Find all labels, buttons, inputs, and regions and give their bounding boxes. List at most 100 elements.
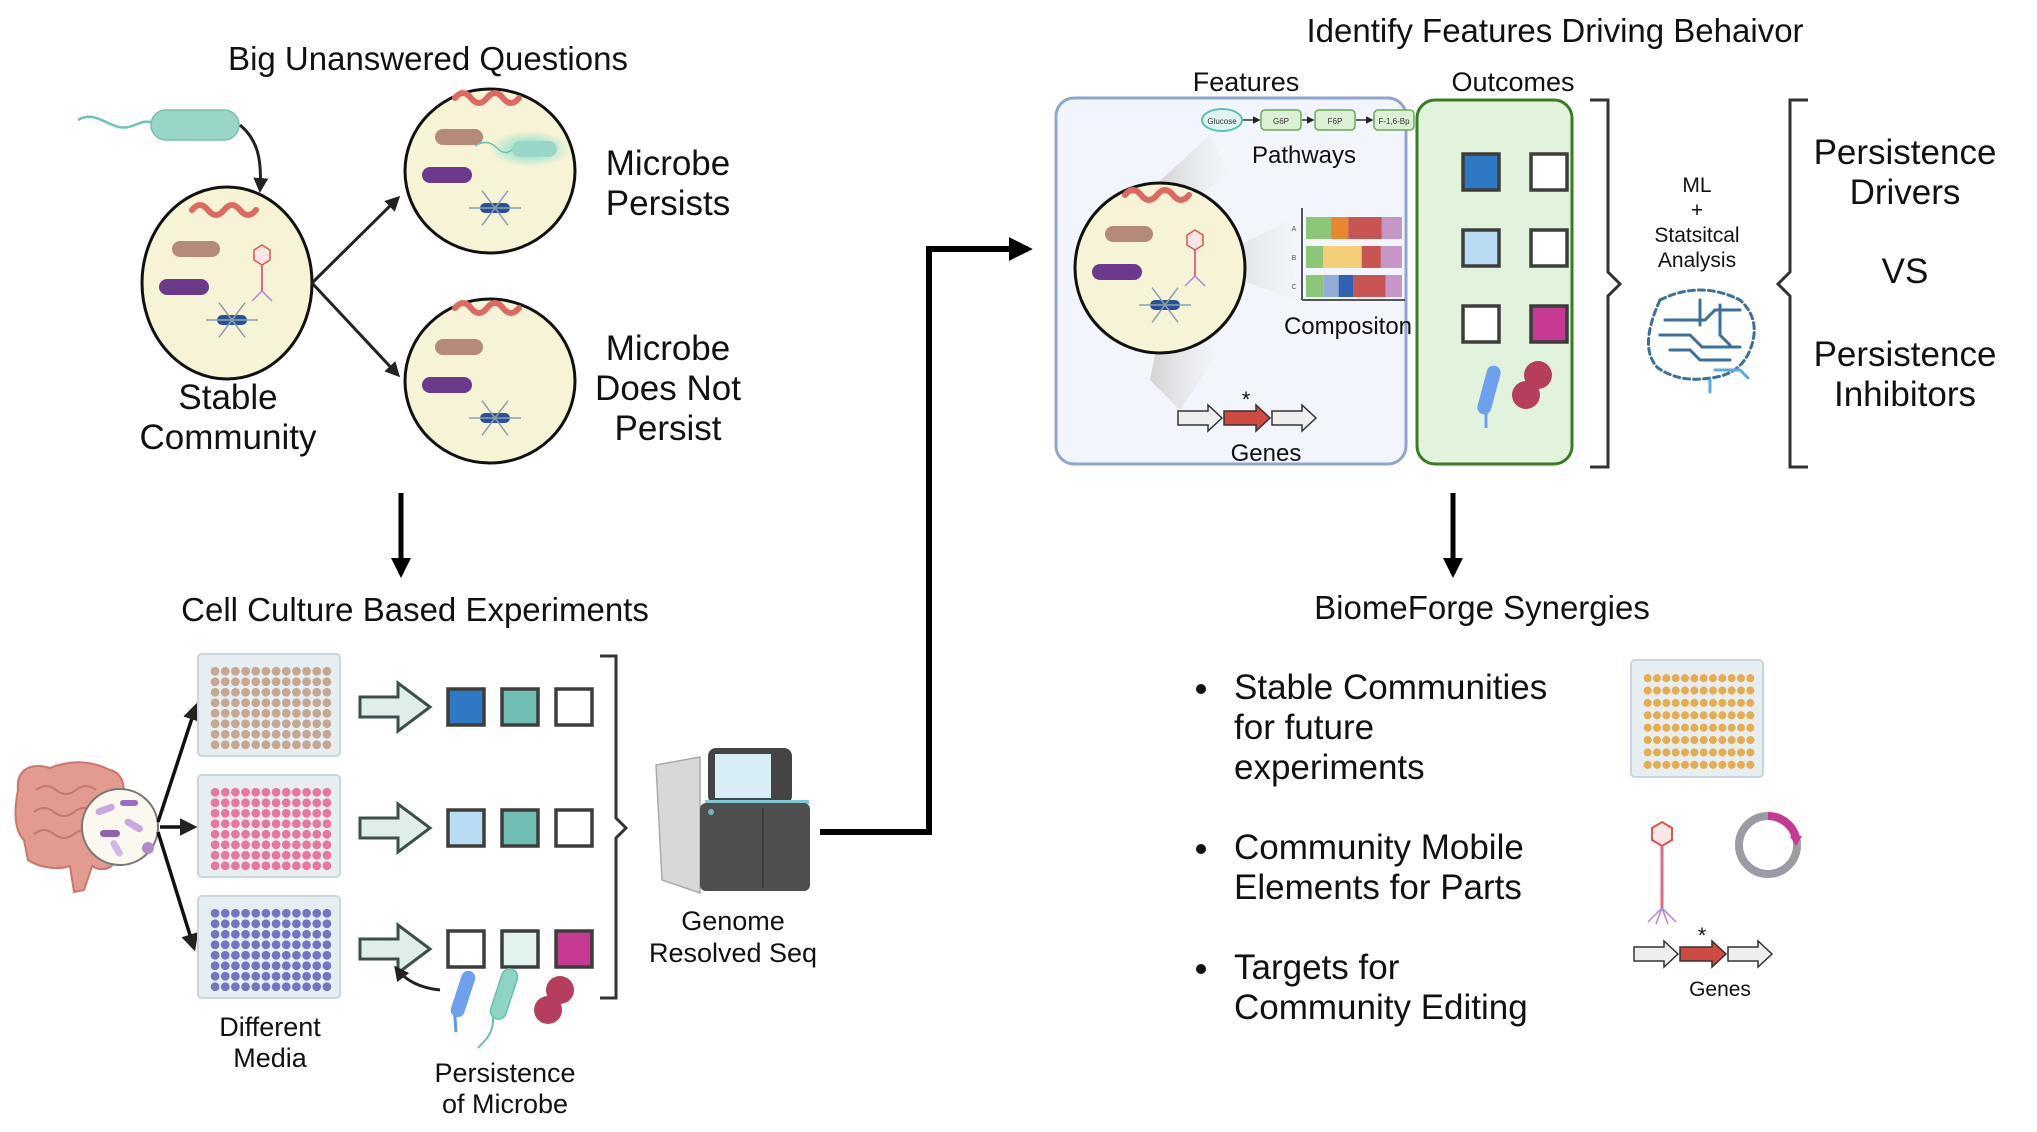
plate-well: [261, 850, 271, 860]
plate-well: [312, 950, 322, 960]
plate-well: [1708, 711, 1718, 720]
plate-well: [251, 687, 261, 697]
plate-well: [220, 819, 230, 829]
plate-well: [312, 819, 322, 829]
plate-well: [261, 919, 271, 929]
plate-well: [322, 971, 332, 981]
branch-arrow-down: [310, 281, 401, 378]
plate-well: [302, 808, 311, 818]
composition-segment: [1361, 246, 1381, 268]
outcome-square: [500, 808, 540, 848]
synergy-plate-icon: [1630, 659, 1764, 778]
synergy-genes-icon: *: [1633, 923, 1774, 969]
plate-well: [1718, 723, 1727, 732]
plate-well: [281, 808, 291, 818]
plate-well: [241, 698, 250, 708]
plate-well: [1699, 698, 1708, 707]
plate-well: [1680, 723, 1690, 732]
microbe-not-persist-circle: [403, 297, 577, 465]
plate-well: [1708, 723, 1718, 732]
plate-well: [210, 861, 220, 871]
blue-rod-microbe-icon: [450, 970, 476, 1033]
plate-well: [1746, 748, 1755, 757]
microbe-not-persist-label-2: Does Not: [595, 369, 741, 408]
plate-well: [220, 840, 230, 850]
plate-well: [1680, 736, 1690, 745]
section-title-culture: Cell Culture Based Experiments: [181, 591, 649, 628]
plate-well: [312, 940, 322, 950]
plate-well: [220, 687, 230, 697]
plate-well: [281, 666, 291, 676]
composition-cone: [1200, 220, 1295, 300]
plate-well: [231, 708, 240, 718]
gene-arrow: [1633, 939, 1680, 969]
plate-well: [1699, 686, 1708, 695]
bullet-dot: [1196, 964, 1206, 974]
result-inhibitors-label-1: Persistence: [1813, 335, 1997, 374]
plate-well: [292, 929, 301, 939]
plate-well: [1680, 711, 1690, 720]
plate-well: [241, 950, 250, 960]
plate-well: [292, 919, 301, 929]
plate-well: [220, 740, 230, 750]
plate-well: [281, 708, 291, 718]
plate-well: [1671, 760, 1680, 769]
plate-well: [302, 698, 311, 708]
plate-well: [1727, 674, 1736, 683]
plate-well: [231, 861, 240, 871]
plate-well: [271, 719, 281, 729]
plate-well: [302, 850, 311, 860]
plate-well: [302, 687, 311, 697]
composition-row-label: A: [1292, 226, 1297, 233]
composition-label: Compositon: [1283, 313, 1413, 340]
mutant-gene-arrow: [1223, 403, 1272, 433]
plate-well: [1652, 674, 1662, 683]
sequencer-label-1: Genome: [681, 906, 785, 936]
culture-bracket: [600, 654, 629, 1000]
plate-well: [231, 940, 240, 950]
plate-well: [1746, 698, 1755, 707]
plate-well: [261, 950, 271, 960]
plate-well: [1718, 736, 1727, 745]
plate-well: [1662, 723, 1671, 732]
plate-well: [1699, 711, 1708, 720]
outcome-square: [554, 808, 594, 848]
plate-well: [210, 929, 220, 939]
composition-segment: [1330, 217, 1349, 239]
plate-well: [261, 808, 271, 818]
outcome-grid-square: [1461, 228, 1501, 268]
bullet-dot: [1196, 684, 1206, 694]
plasmid-icon: [1735, 812, 1802, 878]
plate-well: [231, 666, 240, 676]
outcome-grid-square: [1529, 152, 1569, 192]
plate-well: [312, 850, 322, 860]
plate-well: [251, 698, 261, 708]
plate-well: [231, 719, 240, 729]
plate-well: [251, 919, 261, 929]
pathways-label: Pathways: [1251, 142, 1357, 169]
plate-well: [251, 929, 261, 939]
plate-well: [251, 740, 261, 750]
plate-well: [312, 729, 322, 739]
gene-arrow: [1727, 939, 1774, 969]
plate-well: [322, 666, 332, 676]
plate-well: [1652, 760, 1662, 769]
arrow-to-plate-3: [156, 831, 199, 952]
plate-well: [281, 787, 291, 797]
plate-well: [292, 982, 301, 992]
plate-well: [302, 666, 311, 676]
sequencer-label-2: Resolved Seq: [648, 938, 818, 968]
plate-well: [271, 850, 281, 860]
plate-well: [251, 971, 261, 981]
plate-well: [210, 666, 220, 676]
pathway-node: [1201, 108, 1243, 132]
outcomes-label: Outcomes: [1451, 67, 1575, 97]
plate-well: [241, 829, 250, 839]
plate-well: [312, 740, 322, 750]
plate-well: [1718, 674, 1727, 683]
red-cocci-microbe-icon: [534, 976, 574, 1024]
plate-well: [1699, 723, 1708, 732]
brown-rod-icon: [1105, 226, 1153, 242]
plate-well: [231, 808, 240, 818]
